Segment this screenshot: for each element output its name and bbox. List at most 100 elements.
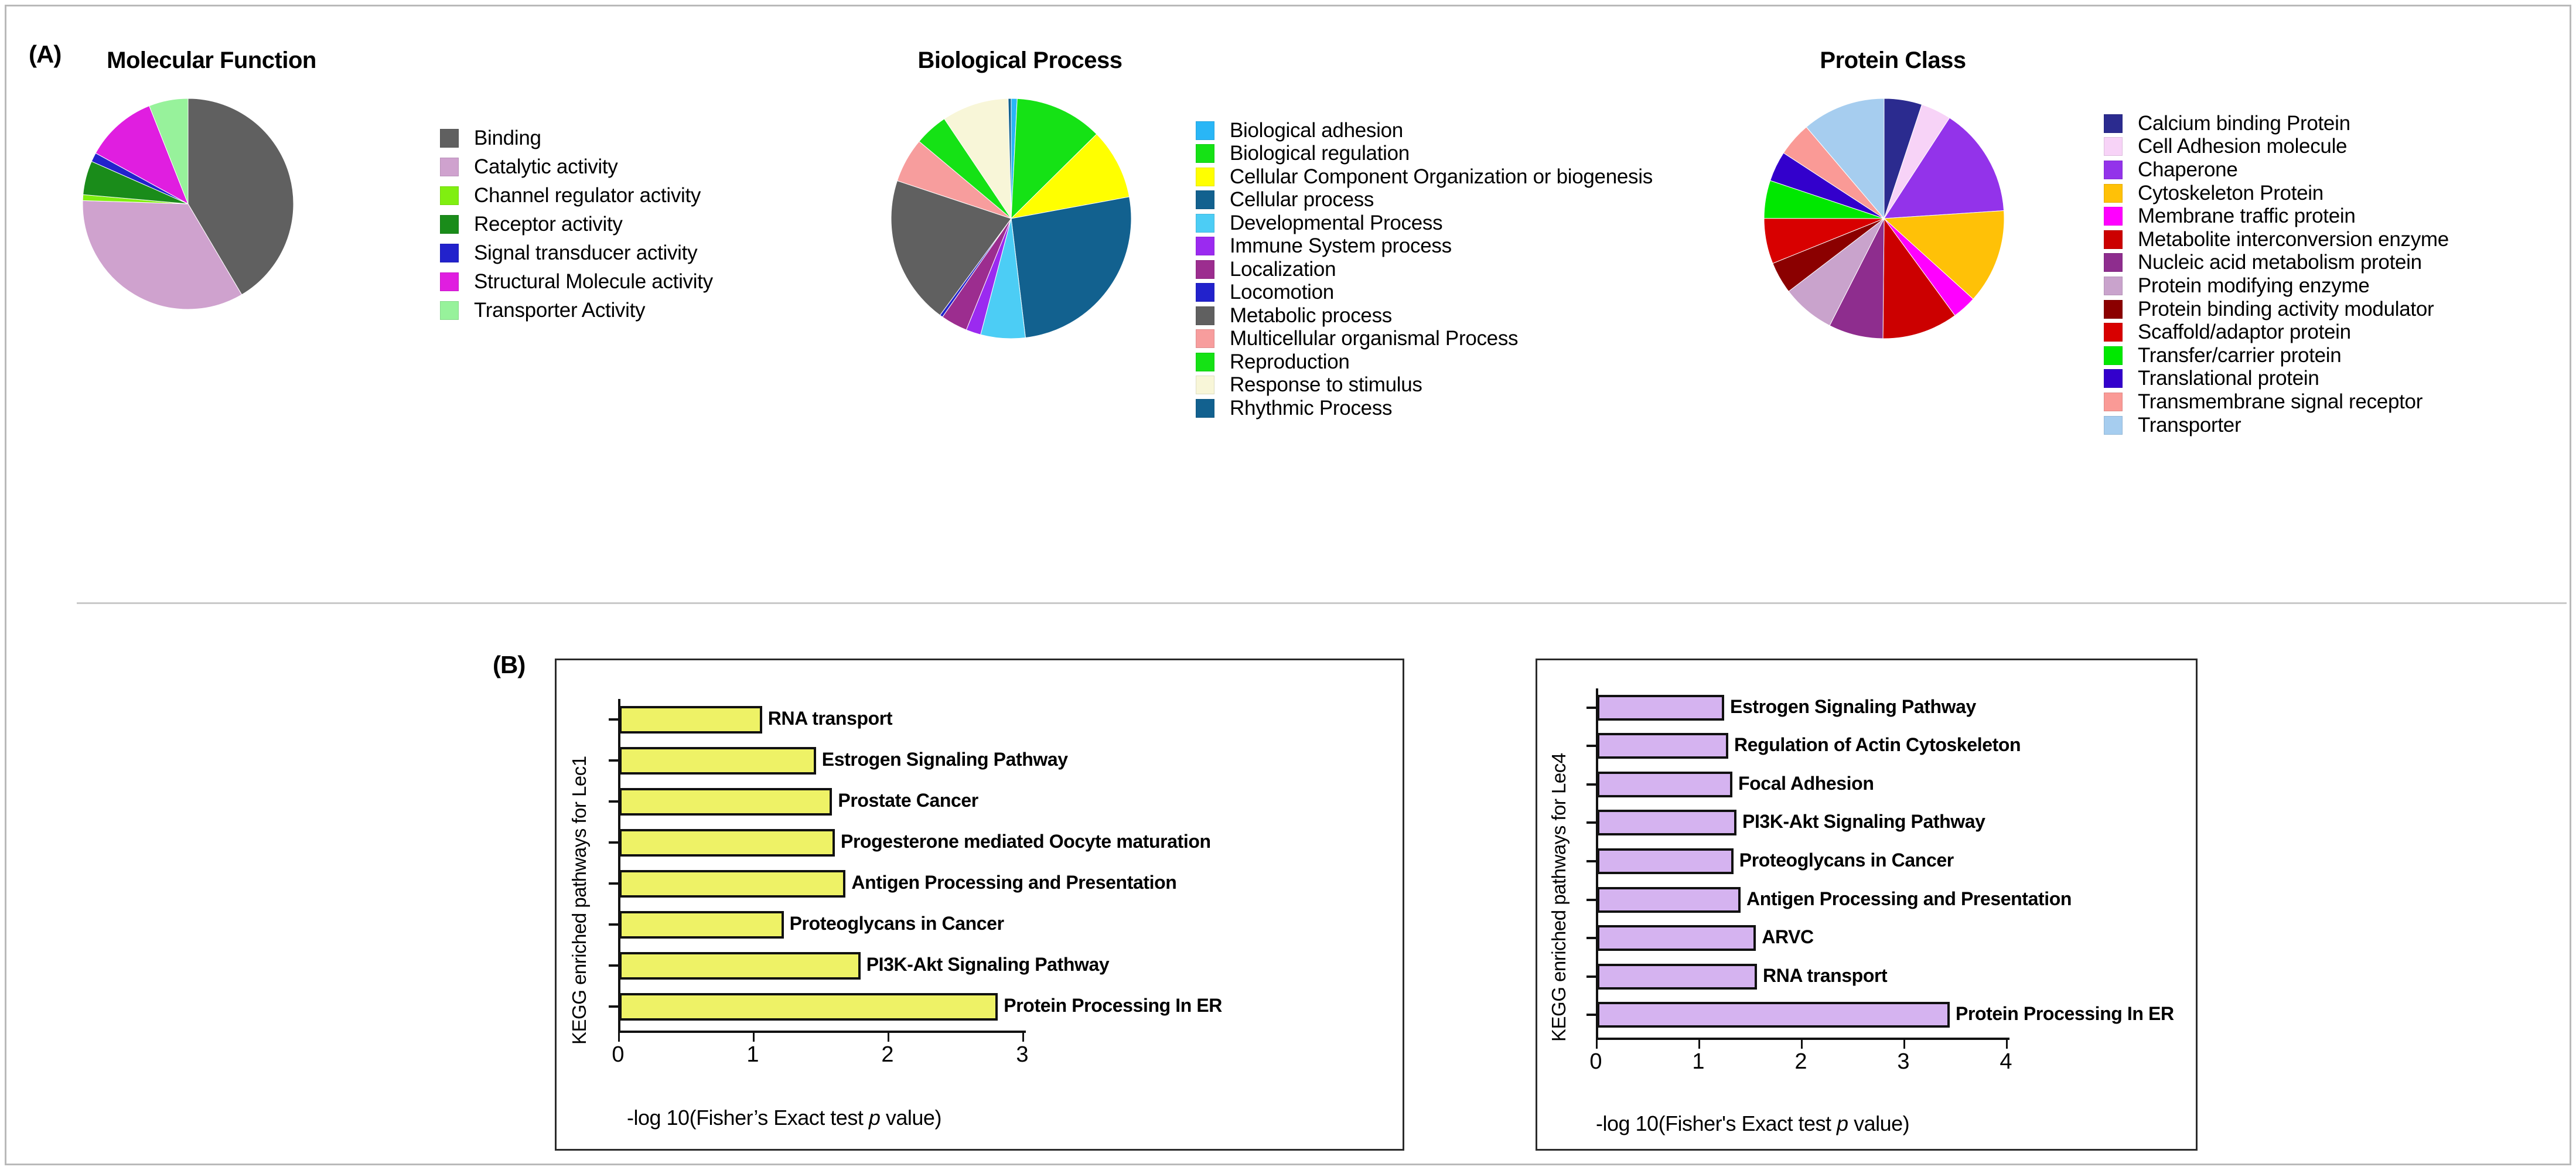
bar-category-label: Protein Processing In ER	[1956, 1003, 2174, 1025]
legend-color-swatch	[440, 214, 459, 234]
pie-svg	[890, 98, 1132, 339]
bar-category-label: Prostate Cancer	[838, 790, 978, 811]
legend-label: Rhythmic Process	[1230, 396, 1393, 419]
legend-item: Transporter Activity	[440, 296, 713, 325]
legend-color-swatch	[2104, 415, 2123, 435]
legend-label: Immune System process	[1230, 234, 1452, 258]
pie-title-molecular-function: Molecular Function	[107, 47, 316, 73]
legend-label: Calcium binding Protein	[2138, 111, 2350, 135]
legend-label: Cytoskeleton Protein	[2138, 181, 2323, 204]
x-tick	[2006, 1040, 2008, 1049]
legend-label: Structural Molecule activity	[474, 270, 713, 293]
y-tick	[609, 923, 618, 926]
legend-label: Metabolite interconversion enzyme	[2138, 227, 2449, 251]
x-tick	[618, 1033, 620, 1042]
x-axis-title-lec4: -log 10(Fisher's Exact test p value)	[1596, 1111, 1910, 1135]
legend-item: Calcium binding Protein	[2104, 112, 2449, 135]
y-axis-title-lec1: KEGG enriched pathways for Lec1	[568, 756, 590, 1045]
y-tick	[1586, 821, 1596, 824]
legend-label: Transporter Activity	[474, 298, 646, 322]
legend-color-swatch	[1196, 121, 1214, 140]
y-tick	[609, 759, 618, 762]
legend-label: Transmembrane signal receptor	[2138, 390, 2423, 413]
pie-svg	[1763, 98, 2005, 339]
x-tick	[1022, 1033, 1024, 1042]
legend-color-swatch	[440, 157, 459, 176]
legend-item: Locomotion	[1196, 281, 1653, 305]
legend-color-swatch	[2104, 160, 2123, 179]
y-tick	[609, 1005, 618, 1008]
legend-item: Receptor activity	[440, 210, 713, 238]
bar-category-label: Antigen Processing and Presentation	[1746, 888, 2072, 909]
pie-title-biological-process: Biological Process	[917, 47, 1122, 73]
pie-slice	[1883, 210, 2005, 300]
bar-category-label: Proteoglycans in Cancer	[1739, 850, 1954, 871]
legend-color-swatch	[1196, 306, 1214, 325]
legend-item: Translational protein	[2104, 367, 2449, 391]
pie-slice	[944, 98, 1012, 220]
legend-label: Nucleic acid metabolism protein	[2138, 251, 2422, 274]
x-tick	[1698, 1040, 1700, 1049]
bar	[1597, 925, 1756, 951]
legend-item: Transfer/carrier protein	[2104, 344, 2449, 367]
bar	[619, 787, 832, 816]
legend-color-swatch	[1196, 376, 1214, 395]
legend-label: Transporter	[2138, 413, 2241, 436]
legend-label: Binding	[474, 126, 541, 149]
pie-canvas-molecular-function	[82, 98, 340, 312]
legend-color-swatch	[440, 301, 459, 320]
bar-category-label: RNA transport	[1763, 964, 1888, 986]
bar	[619, 910, 784, 939]
legend-color-swatch	[1196, 283, 1214, 302]
x-axis-line	[618, 1031, 1026, 1033]
legend-color-swatch	[1196, 190, 1214, 210]
legend-color-swatch	[2104, 207, 2123, 226]
legend-label: Chaperone	[2138, 158, 2238, 181]
y-tick	[609, 800, 618, 803]
legend-color-swatch	[440, 272, 459, 291]
panel-b-label: (B)	[493, 651, 526, 678]
legend-color-swatch	[440, 186, 459, 205]
x-tick	[1801, 1040, 1803, 1049]
legend-color-swatch	[1196, 167, 1214, 186]
legend-item: Metabolic process	[1196, 304, 1653, 328]
legend-item: Protein binding activity modulator	[2104, 298, 2449, 321]
x-tick	[1596, 1040, 1598, 1049]
legend-label: Scaffold/adaptor protein	[2138, 320, 2351, 344]
legend-color-swatch	[2104, 369, 2123, 388]
bar	[619, 705, 762, 734]
panel-a-label: (A)	[29, 40, 62, 68]
y-tick	[609, 964, 618, 967]
x-axis-line	[1596, 1038, 2009, 1040]
legend-label: Channel regulator activity	[474, 183, 701, 207]
legend-label: Transfer/carrier protein	[2138, 343, 2342, 367]
legend-color-swatch	[2104, 137, 2123, 156]
legend-item: Cytoskeleton Protein	[2104, 182, 2449, 205]
x-tick	[753, 1033, 755, 1042]
legend-label: Cellular process	[1230, 188, 1374, 212]
bar-category-label: PI3K-Akt Signaling Pathway	[866, 954, 1110, 975]
legend-item: Cell Adhesion molecule	[2104, 135, 2449, 159]
pie-slice	[149, 98, 189, 204]
legend-label: Catalytic activity	[474, 155, 618, 178]
y-tick	[1586, 975, 1596, 978]
legend-color-swatch	[2104, 114, 2123, 133]
legend-color-swatch	[2104, 299, 2123, 319]
legend-item: Metabolite interconversion enzyme	[2104, 228, 2449, 251]
legend-item: Transmembrane signal receptor	[2104, 390, 2449, 414]
pie-slice	[1884, 117, 2005, 219]
pie-slice	[82, 200, 243, 310]
y-tick	[1586, 937, 1596, 940]
bar	[1597, 771, 1732, 797]
legend-item: Response to stimulus	[1196, 373, 1653, 397]
legend-color-swatch	[1196, 144, 1214, 163]
legend-label: Protein modifying enzyme	[2138, 274, 2370, 297]
legend-color-swatch	[2104, 253, 2123, 272]
pie-slice	[1010, 134, 1130, 219]
legend-item: Protein modifying enzyme	[2104, 274, 2449, 298]
bar	[1597, 963, 1757, 990]
bar-category-label: Focal Adhesion	[1738, 772, 1874, 794]
legend-item: Nucleic acid metabolism protein	[2104, 251, 2449, 275]
